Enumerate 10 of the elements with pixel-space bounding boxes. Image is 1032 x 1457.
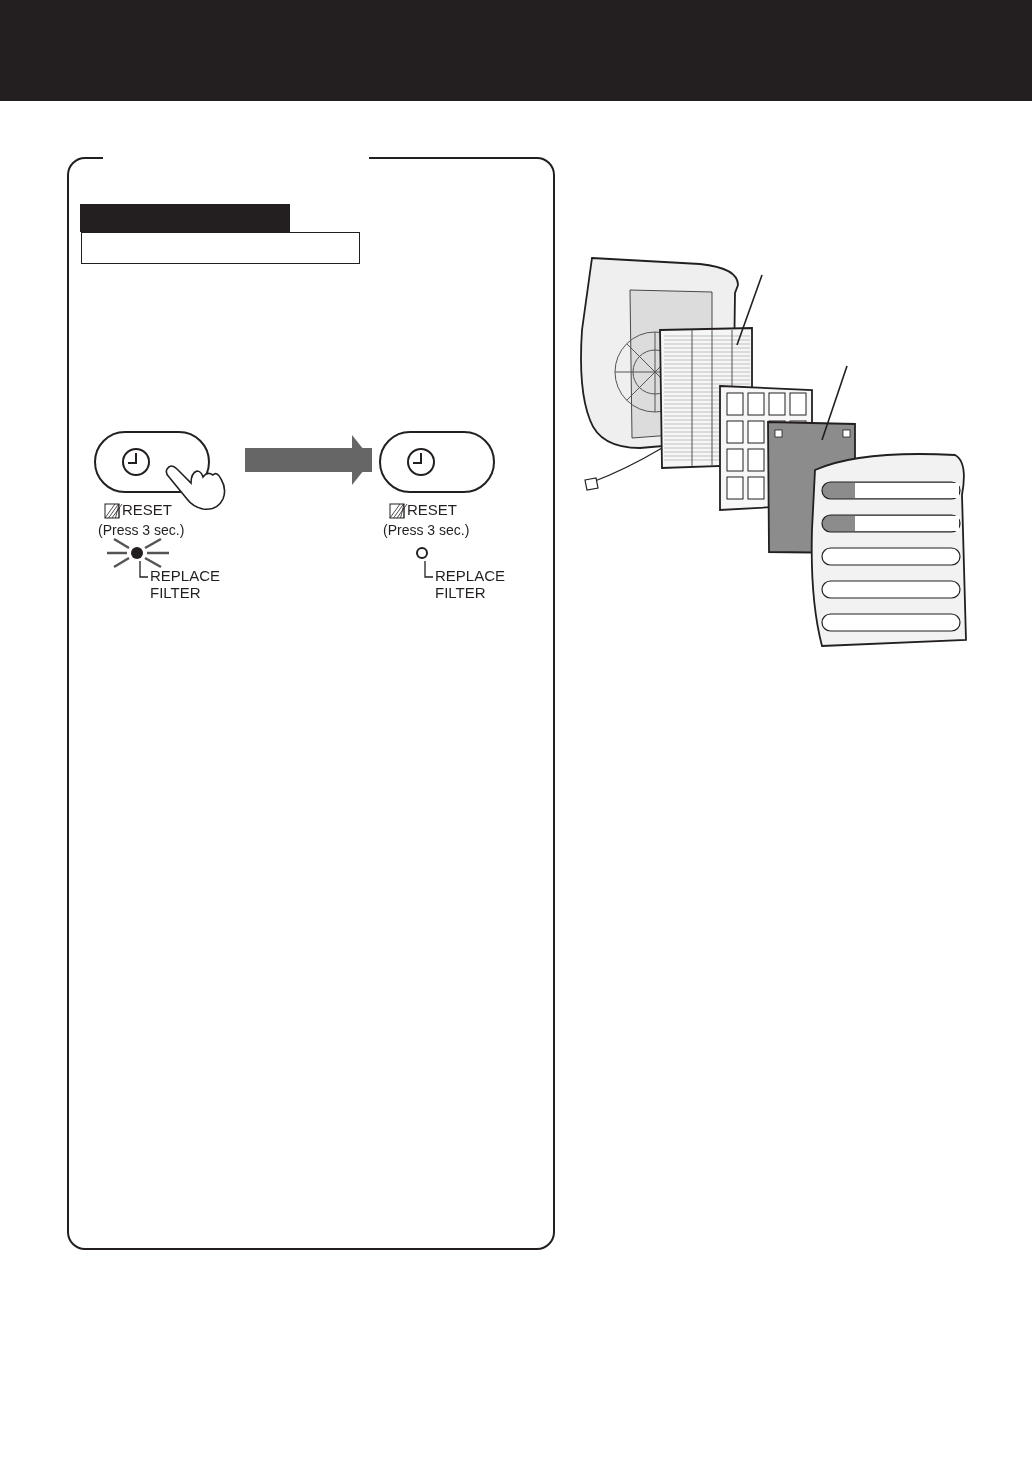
arrow <box>245 435 372 485</box>
indicator-label: REPLACE FILTER <box>150 567 222 601</box>
button-label: RESET <box>407 501 457 518</box>
heading-bar <box>80 204 290 232</box>
rounded-frame <box>67 157 555 1250</box>
indicator-label: REPLACE FILTER <box>435 567 507 601</box>
heading-box <box>81 232 360 264</box>
button-instruction: (Press 3 sec.) <box>383 522 470 539</box>
button-instruction: (Press 3 sec.) <box>98 522 185 539</box>
button-label: RESET <box>122 501 172 518</box>
